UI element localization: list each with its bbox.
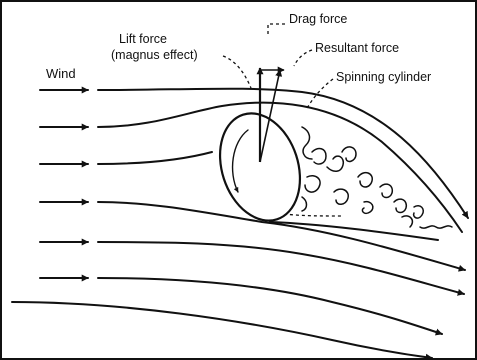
wind-label: Wind [46,66,76,81]
wake-dashed-line [284,214,342,216]
swirl [362,202,372,214]
drag-force-label: Drag force [289,12,347,26]
wind-arrows [40,90,88,278]
swirl [380,184,392,197]
swirl [302,197,307,211]
lift-leader-line [223,56,251,88]
swirl [334,189,348,204]
streamline [12,302,432,358]
streamline [98,152,212,164]
resultant-force-label: Resultant force [315,41,399,55]
resultant-leader-line [294,50,312,66]
swirl [305,176,320,192]
swirl [358,173,372,187]
magnus-effect-label: (magnus effect) [111,48,198,62]
swirl [342,147,356,162]
swirl [402,216,412,227]
streamline [98,242,464,294]
wake-swirls [302,127,452,228]
swirl [414,206,424,218]
swirl [327,156,343,171]
wake-boundary [270,222,438,240]
swirl [420,226,452,228]
swirl [302,127,312,159]
swirl [394,199,406,212]
lift-force-label: Lift force [119,32,167,46]
spinning-cylinder-label: Spinning cylinder [336,70,431,84]
streamline [98,278,442,334]
swirl [312,149,326,164]
drag-leader-line [268,24,285,36]
